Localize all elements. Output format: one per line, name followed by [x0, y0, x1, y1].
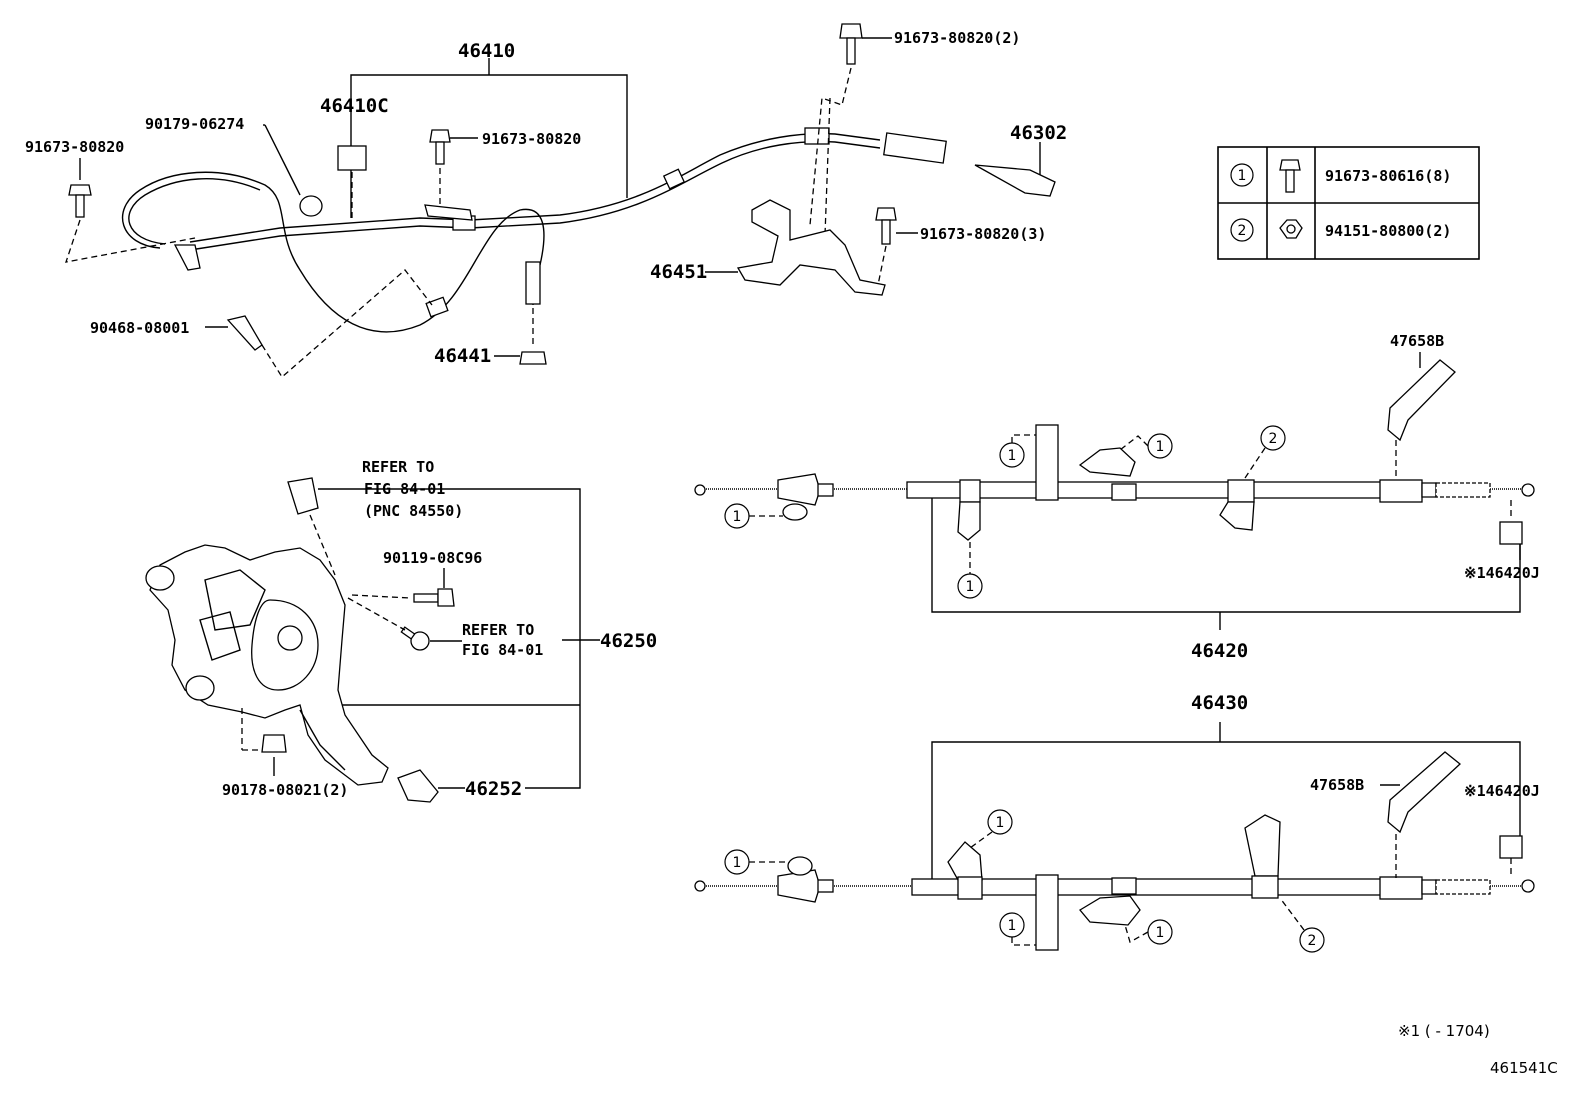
label-90179-06274: 90179-06274: [145, 115, 244, 133]
label-46441: 46441: [434, 345, 491, 367]
refer-to-label-2: REFER TO: [462, 621, 534, 639]
legend-ref-2: 2: [1238, 223, 1247, 239]
legend-ref-1: 1: [1238, 168, 1247, 184]
refer-to-fig-1: FIG 84-01: [364, 480, 445, 498]
label-46250: 46250: [600, 630, 657, 652]
label-46451: 46451: [650, 261, 707, 283]
callout-1: 1: [1008, 448, 1017, 464]
label-91673-80820-2: 91673-80820(2): [894, 29, 1020, 47]
bolt-icon: [1279, 159, 1301, 193]
assembly-46410: 46410 46410C 90179-06274 91673-80820 916…: [25, 40, 947, 378]
label-91673-80820-left: 91673-80820: [25, 138, 124, 156]
callout-1: 1: [966, 579, 975, 595]
pedal-assembly-46250: 46250 REFER TO FIG 84-01 (PNC 84550) 901…: [145, 458, 657, 803]
label-46430: 46430: [1191, 692, 1248, 714]
callout-2: 2: [1308, 933, 1317, 949]
label-90178-08021: 90178-08021(2): [222, 781, 348, 799]
label-46420: 46420: [1191, 640, 1248, 662]
label-46302: 46302: [1010, 122, 1067, 144]
footnote: ※1 ( - 1704): [1398, 1022, 1490, 1040]
refer-to-label-1: REFER TO: [362, 458, 434, 476]
label-90119-08c96: 90119-08C96: [383, 549, 482, 567]
label-46252: 46252: [465, 778, 522, 800]
label-46420j-top: ※146420J: [1464, 564, 1540, 582]
refer-to-fig-2: FIG 84-01: [462, 641, 543, 659]
callout-1: 1: [733, 855, 742, 871]
legend-part-2: 94151-80800(2): [1325, 222, 1451, 240]
label-90468-08001: 90468-08001: [90, 319, 189, 337]
cable-46430: 46430 47658B ※146420J 1 1: [694, 692, 1540, 953]
bracket-group-46451: 91673-80820(2) 46451 91673-80820(3) 4630…: [650, 23, 1067, 296]
callout-1: 1: [1156, 439, 1165, 455]
refer-to-pnc: (PNC 84550): [364, 502, 463, 520]
callout-2: 2: [1269, 431, 1278, 447]
legend-part-1: 91673-80616(8): [1325, 167, 1451, 185]
bolt-icon: [68, 184, 92, 196]
callout-1: 1: [1156, 925, 1165, 941]
label-46420j-bot: ※146420J: [1464, 782, 1540, 800]
label-47658b-bot: 47658B: [1310, 776, 1364, 794]
legend-table: 1 91673-80616(8) 2 94151-80800(2): [1217, 146, 1480, 260]
label-46410c: 46410C: [320, 95, 389, 117]
label-91673-80820-mid: 91673-80820: [482, 130, 581, 148]
cable-46420: 46420 47658B ※146420J 1: [694, 332, 1540, 662]
label-47658b-top: 47658B: [1390, 332, 1444, 350]
callout-1: 1: [996, 815, 1005, 831]
nut-icon: [1279, 219, 1303, 239]
label-91673-80820-3: 91673-80820(3): [920, 225, 1046, 243]
figure-code: 461541C: [1490, 1059, 1558, 1077]
callout-1: 1: [1008, 918, 1017, 934]
callout-1: 1: [733, 509, 742, 525]
label-46410: 46410: [458, 40, 515, 62]
